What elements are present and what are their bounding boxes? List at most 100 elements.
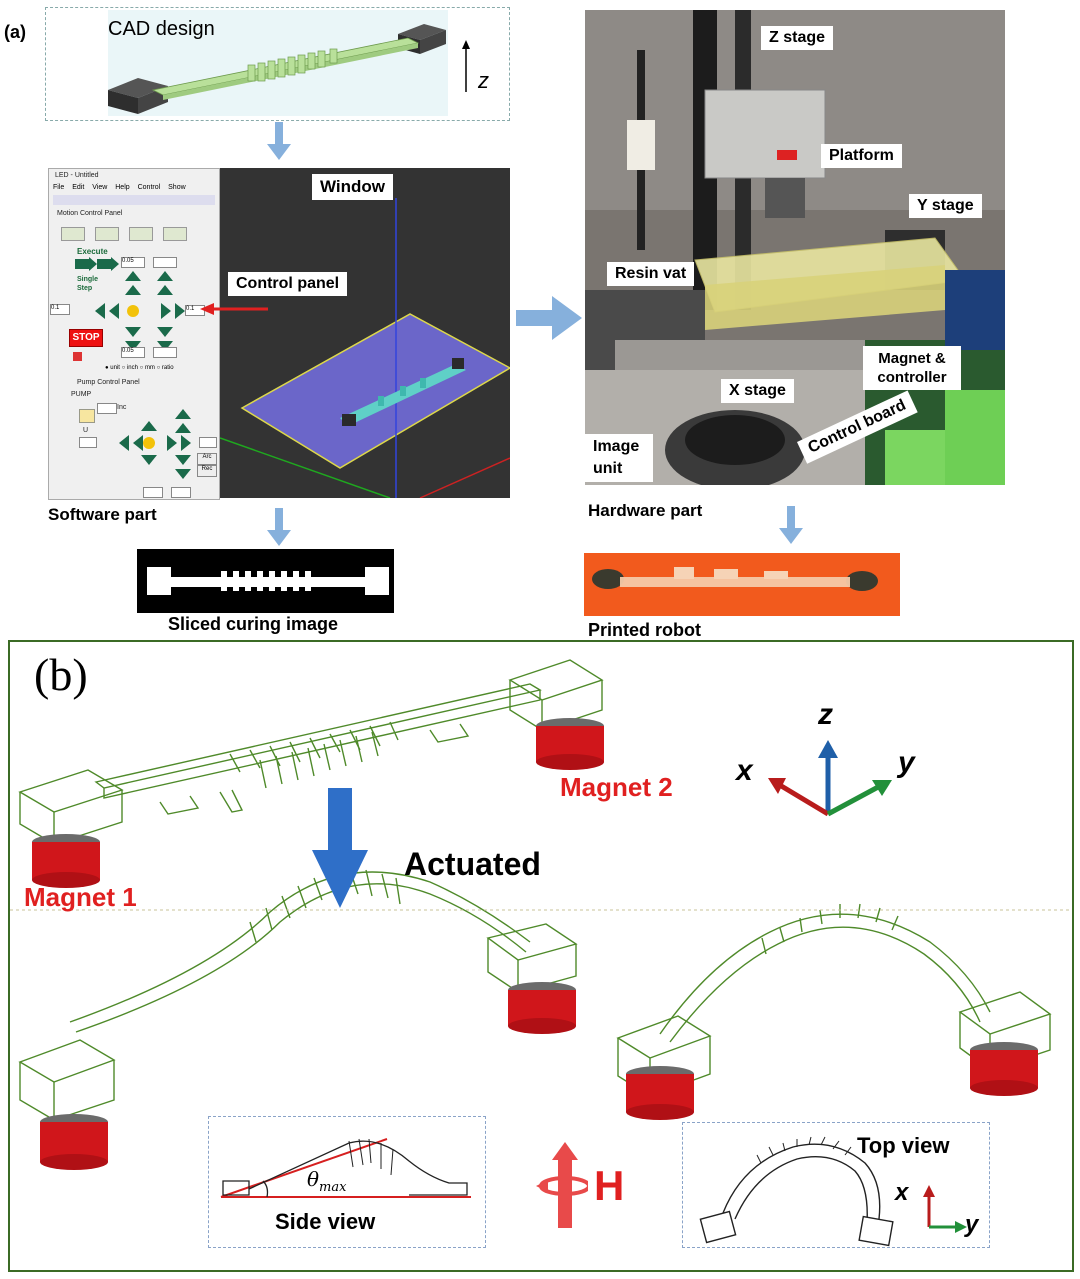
- z-step-field[interactable]: [153, 257, 177, 268]
- pump-checkbox-label[interactable]: PUMP: [71, 391, 92, 398]
- top-view-y-label: y: [965, 1211, 979, 1238]
- cad-render: [108, 10, 448, 116]
- menu-view[interactable]: View: [92, 184, 108, 191]
- printed-robot-photo: [584, 553, 900, 616]
- z-home-button[interactable]: [129, 227, 153, 241]
- magnet-1-label: Magnet 1: [24, 882, 137, 912]
- pump-arrow-pad[interactable]: [79, 391, 199, 481]
- magnetic-field-rotation-icon: [536, 1142, 588, 1228]
- theta-symbol: θ: [307, 1167, 320, 1191]
- unit-option-unit[interactable]: unit: [110, 365, 120, 371]
- build-plate-drawing: [219, 198, 512, 499]
- cad-design-box: CAD design z: [45, 7, 510, 121]
- top-view-label: Top view: [857, 1133, 950, 1158]
- y-step-field[interactable]: 0.05: [121, 257, 145, 268]
- unit-option-mm[interactable]: mm: [144, 365, 155, 371]
- x-step-field[interactable]: 0.1: [50, 304, 70, 315]
- top-view-x-label: x: [895, 1179, 909, 1206]
- right-arrow-icon: [516, 296, 582, 340]
- a-home-button[interactable]: [163, 227, 187, 241]
- sliced-curing-image: [137, 549, 394, 613]
- menu-file[interactable]: File: [53, 184, 65, 191]
- u-label: U: [83, 427, 89, 434]
- theta-subscript: max: [319, 1180, 347, 1195]
- side-view-inset: θmax Side view: [208, 1116, 486, 1248]
- software-window: LED - Untitled File Edit View Help Contr…: [48, 168, 220, 500]
- right-pump-field[interactable]: [199, 437, 217, 448]
- slicer-viewport: Window Control panel: [219, 168, 512, 499]
- x-stage-label: X stage: [721, 379, 794, 403]
- motion-arrow-pad[interactable]: [59, 269, 189, 359]
- menu-control[interactable]: Control: [137, 184, 161, 191]
- z-value-field[interactable]: 0.05: [121, 347, 145, 358]
- red-pointer-arrow-icon: [200, 303, 268, 315]
- menu-edit[interactable]: Edit: [72, 184, 85, 191]
- menu-bar: File Edit View Help Control Show: [53, 184, 192, 191]
- robot-schematic-drawing: [10, 659, 1072, 1170]
- side-view-drawing: [220, 1138, 471, 1198]
- panel-a-label: (a): [4, 22, 26, 42]
- execute-button[interactable]: [75, 257, 119, 271]
- y-home-button[interactable]: [95, 227, 119, 241]
- sliced-image-caption: Sliced curing image: [168, 614, 339, 634]
- inc-label: Inc: [117, 404, 127, 411]
- u-field[interactable]: [79, 437, 97, 448]
- arc-button[interactable]: Arc: [197, 453, 217, 465]
- image-unit-label: Image unit: [585, 434, 653, 482]
- down-arrow-icon: [267, 122, 291, 160]
- cad-robot-drawing: [108, 24, 446, 114]
- stop-button[interactable]: STOP: [69, 329, 103, 347]
- control-panel-label: Control panel: [228, 272, 348, 296]
- panel-b-label: (b): [34, 649, 88, 700]
- z-axis-arrow-icon: [462, 40, 470, 92]
- magnet-2-label: Magnet 2: [560, 772, 673, 802]
- cad-z-axis-label: z: [478, 68, 489, 93]
- side-view-label: Side view: [275, 1209, 376, 1234]
- x-axis-label: x: [736, 754, 753, 787]
- fan-checkbox[interactable]: [73, 352, 82, 361]
- execute-label: Execute: [77, 247, 108, 256]
- field-h-label: H: [594, 1162, 625, 1209]
- printed-robot-caption: Printed robot: [588, 620, 701, 640]
- software-part-caption: Software part: [48, 505, 157, 524]
- menu-show[interactable]: Show: [168, 184, 186, 191]
- motion-panel-title: Motion Control Panel: [57, 210, 123, 217]
- pump-value-field-1[interactable]: [143, 487, 163, 498]
- platform-label: Platform: [821, 144, 902, 168]
- single-step-label: Single Step: [77, 276, 99, 292]
- window-label: Window: [312, 174, 393, 200]
- rec-button[interactable]: Rec: [197, 465, 217, 477]
- unit-option-ratio[interactable]: ratio: [161, 365, 174, 371]
- y-axis-label: y: [898, 746, 915, 779]
- hardware-photo: Z stage Platform Y stage Resin vat Magne…: [585, 10, 1005, 485]
- x-home-button[interactable]: [61, 227, 85, 241]
- resin-vat-label: Resin vat: [607, 262, 695, 286]
- cad-design-title: CAD design: [108, 18, 215, 40]
- pump-value-field-2[interactable]: [171, 487, 191, 498]
- toolbar: [53, 195, 215, 205]
- down-arrow-icon: [779, 506, 803, 544]
- sliced-robot-silhouette: [147, 567, 389, 595]
- printer-hardware-drawing: [585, 10, 1005, 485]
- printed-robot-drawing: [592, 567, 878, 591]
- menu-help[interactable]: Help: [115, 184, 130, 191]
- down-arrow-icon: [267, 508, 291, 546]
- app-title: LED - Untitled: [55, 172, 99, 179]
- theta-max-label: θmax: [307, 1167, 346, 1195]
- top-view-inset: Top view x y: [682, 1122, 990, 1248]
- panel-b: (b): [8, 640, 1074, 1272]
- a-value-field[interactable]: [153, 347, 177, 358]
- y-stage-label: Y stage: [909, 194, 982, 218]
- actuated-label: Actuated: [404, 846, 541, 882]
- z-stage-label: Z stage: [761, 26, 834, 50]
- magnet-controller-label: Magnet & controller: [863, 346, 961, 390]
- hardware-part-caption: Hardware part: [588, 501, 703, 520]
- pump-panel-title: Pump Control Panel: [77, 379, 140, 386]
- unit-option-inch[interactable]: inch: [126, 365, 138, 371]
- pump-icon[interactable]: [79, 409, 95, 423]
- z-axis-label: z: [818, 698, 833, 731]
- unit-radio-group[interactable]: ● unit ○ inch ○ mm ○ ratio: [105, 365, 174, 371]
- pump-field[interactable]: [97, 403, 117, 414]
- top-view-drawing: [699, 1136, 967, 1247]
- panel-a: (a): [4, 7, 1005, 640]
